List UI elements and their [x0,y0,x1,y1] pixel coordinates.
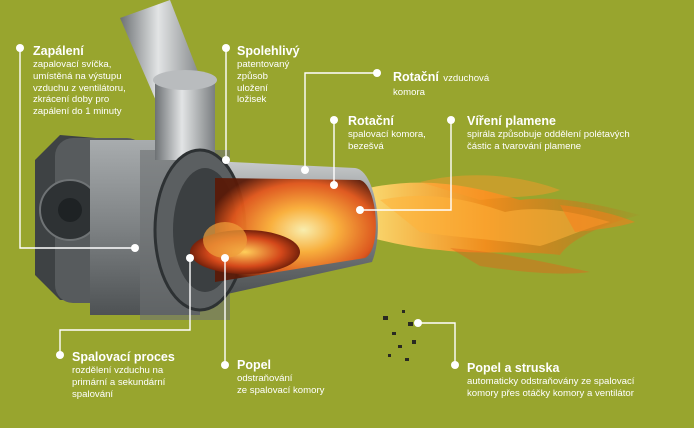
dot-spalovaci-proces-target [186,254,194,262]
dot-popel-struska [451,361,459,369]
label-popel-desc: odstraňování ze spalovací komory [237,373,325,396]
label-spolehlivy: Spolehlivý patentovaný způsob uložení lo… [237,44,317,106]
dot-rotacni-spalovaci-target [330,181,338,189]
label-zapaleni-desc: zapalovací svíčka, umístěná na výstupu v… [33,59,126,118]
label-spalovaci-title: Spalovací proces [72,350,175,364]
label-rotacni-spalovaci-desc: spalovací komora, bezešvá [348,129,426,152]
label-spolehlivy-title: Spolehlivý [237,44,300,58]
label-vireni-title: Víření plamene [467,114,556,128]
label-zapaleni-title: Zapálení [33,44,84,58]
label-struska-title: Popel a struska [467,361,560,375]
dot-spolehlivy [222,44,230,52]
label-rotacni-vzduchova: Rotační vzduchová komora [393,70,490,98]
dot-vireni [447,116,455,124]
flame [360,175,640,274]
embers [190,222,300,274]
label-popel-title: Popel [237,358,272,372]
line-spalovaci-proces [59,258,191,355]
label-zapaleni: Zapálení zapalovací svíčka, umístěná na … [33,44,158,118]
label-vireni-plamene: Víření plamene spirála způsobuje oddělen… [467,114,667,153]
callout-lines [19,48,456,365]
rotating-drum [153,148,378,312]
label-spalovaci-desc: rozdělení vzduchu na primární a sekundár… [72,365,166,400]
dot-zapaleni-target [131,244,139,252]
label-popel-struska: Popel a struska automaticky odstraňovány… [467,361,677,400]
dot-vireni-target [356,206,364,214]
label-spalovaci-proces: Spalovací proces rozdělení vzduchu na pr… [72,350,192,400]
line-popel-struska [418,322,456,365]
dot-rotacni-vzduchova-target [301,166,309,174]
callout-dots [16,44,459,369]
label-rotacni-spalovaci: Rotační spalovací komora, bezešvá [348,114,448,153]
ash-particles [383,310,416,361]
label-popel: Popel odstraňování ze spalovací komory [237,358,357,397]
dot-popel-target [221,254,229,262]
dot-spolehlivy-target [222,156,230,164]
label-struska-desc: automaticky odstraňovány ze spalovací ko… [467,376,635,399]
label-spolehlivy-desc: patentovaný způsob uložení ložisek [237,59,290,106]
label-rotacni-spalovaci-title: Rotační [348,114,394,128]
line-vireni [360,120,452,211]
dot-rotacni-spalovaci [330,116,338,124]
line-zapaleni [19,48,135,249]
feed-pipe [120,0,217,160]
dot-zapaleni [16,44,24,52]
dot-rotacni-vzduchova [373,69,381,77]
dot-popel [221,361,229,369]
label-vireni-desc: spirála způsobuje oddělení polétavých čá… [467,129,630,152]
line-rotacni-vzduchova [304,72,377,170]
dot-spalovaci-proces [56,351,64,359]
dot-popel-struska-target [414,319,422,327]
label-rotacni-vzduchova-title: Rotační [393,70,439,84]
